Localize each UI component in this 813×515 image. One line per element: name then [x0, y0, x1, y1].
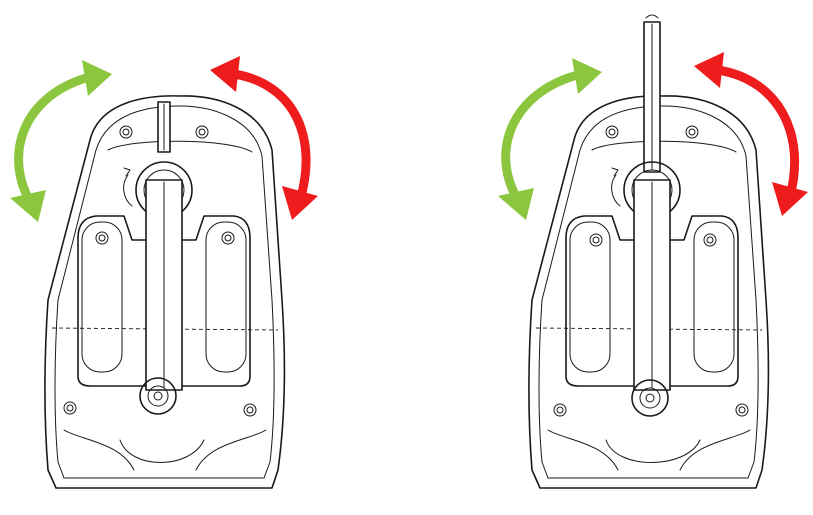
- rotate-arrow-green-right: [498, 58, 602, 220]
- device-left: [44, 95, 286, 489]
- rotate-arrow-red-right: [694, 52, 808, 216]
- rotate-arrow-red-left: [210, 56, 318, 220]
- rotate-arrow-green-left: [10, 60, 112, 222]
- device-right: [528, 14, 770, 489]
